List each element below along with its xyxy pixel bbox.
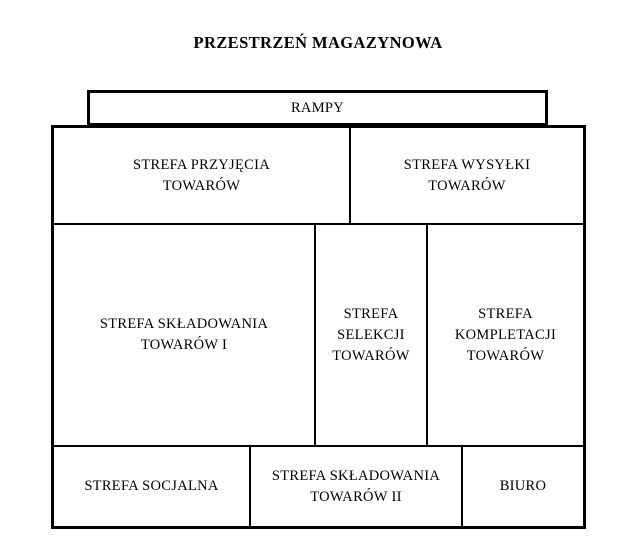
zone-biuro: BIURO bbox=[463, 447, 583, 526]
page-title: PRZESTRZEŃ MAGAZYNOWA bbox=[193, 33, 443, 52]
zone-strefa-socjalna-label: STREFA SOCJALNA bbox=[84, 478, 219, 494]
zone-strefa-selekcji-towarow: STREFA SELEKCJI TOWARÓW bbox=[316, 225, 428, 447]
zone-strefa-wysylki-towarow-label: STREFA WYSYŁKI TOWARÓW bbox=[403, 156, 531, 194]
zone-strefa-socjalna: STREFA SOCJALNA bbox=[54, 447, 251, 526]
zone-strefa-skladowania-towarow-ii-label: STREFA SKŁADOWANIA TOWARÓW II bbox=[271, 467, 441, 505]
zone-rampy-label: RAMPY bbox=[290, 99, 345, 116]
zone-strefa-przyjecia-towarow-label: STREFA PRZYJĘCIA TOWARÓW bbox=[132, 156, 271, 194]
zone-strefa-skladowania-towarow-ii: STREFA SKŁADOWANIA TOWARÓW II bbox=[251, 447, 463, 526]
zone-strefa-skladowania-towarow-i-label: STREFA SKŁADOWANIA TOWARÓW I bbox=[99, 316, 269, 353]
zone-biuro-label: BIURO bbox=[499, 478, 547, 494]
zone-strefa-wysylki-towarow: STREFA WYSYŁKI TOWARÓW bbox=[351, 128, 583, 225]
zone-strefa-przyjecia-towarow: STREFA PRZYJĘCIA TOWARÓW bbox=[54, 128, 351, 225]
zone-rampy: RAMPY bbox=[87, 90, 548, 126]
zone-strefa-skladowania-towarow-i: STREFA SKŁADOWANIA TOWARÓW I bbox=[54, 225, 316, 447]
zone-strefa-kompletacji-towarow: STREFA KOMPLETACJI TOWARÓW bbox=[428, 225, 583, 447]
zone-strefa-selekcji-towarow-label: STREFA SELEKCJI TOWARÓW bbox=[332, 305, 410, 364]
zone-strefa-kompletacji-towarow-label: STREFA KOMPLETACJI TOWARÓW bbox=[454, 305, 557, 364]
